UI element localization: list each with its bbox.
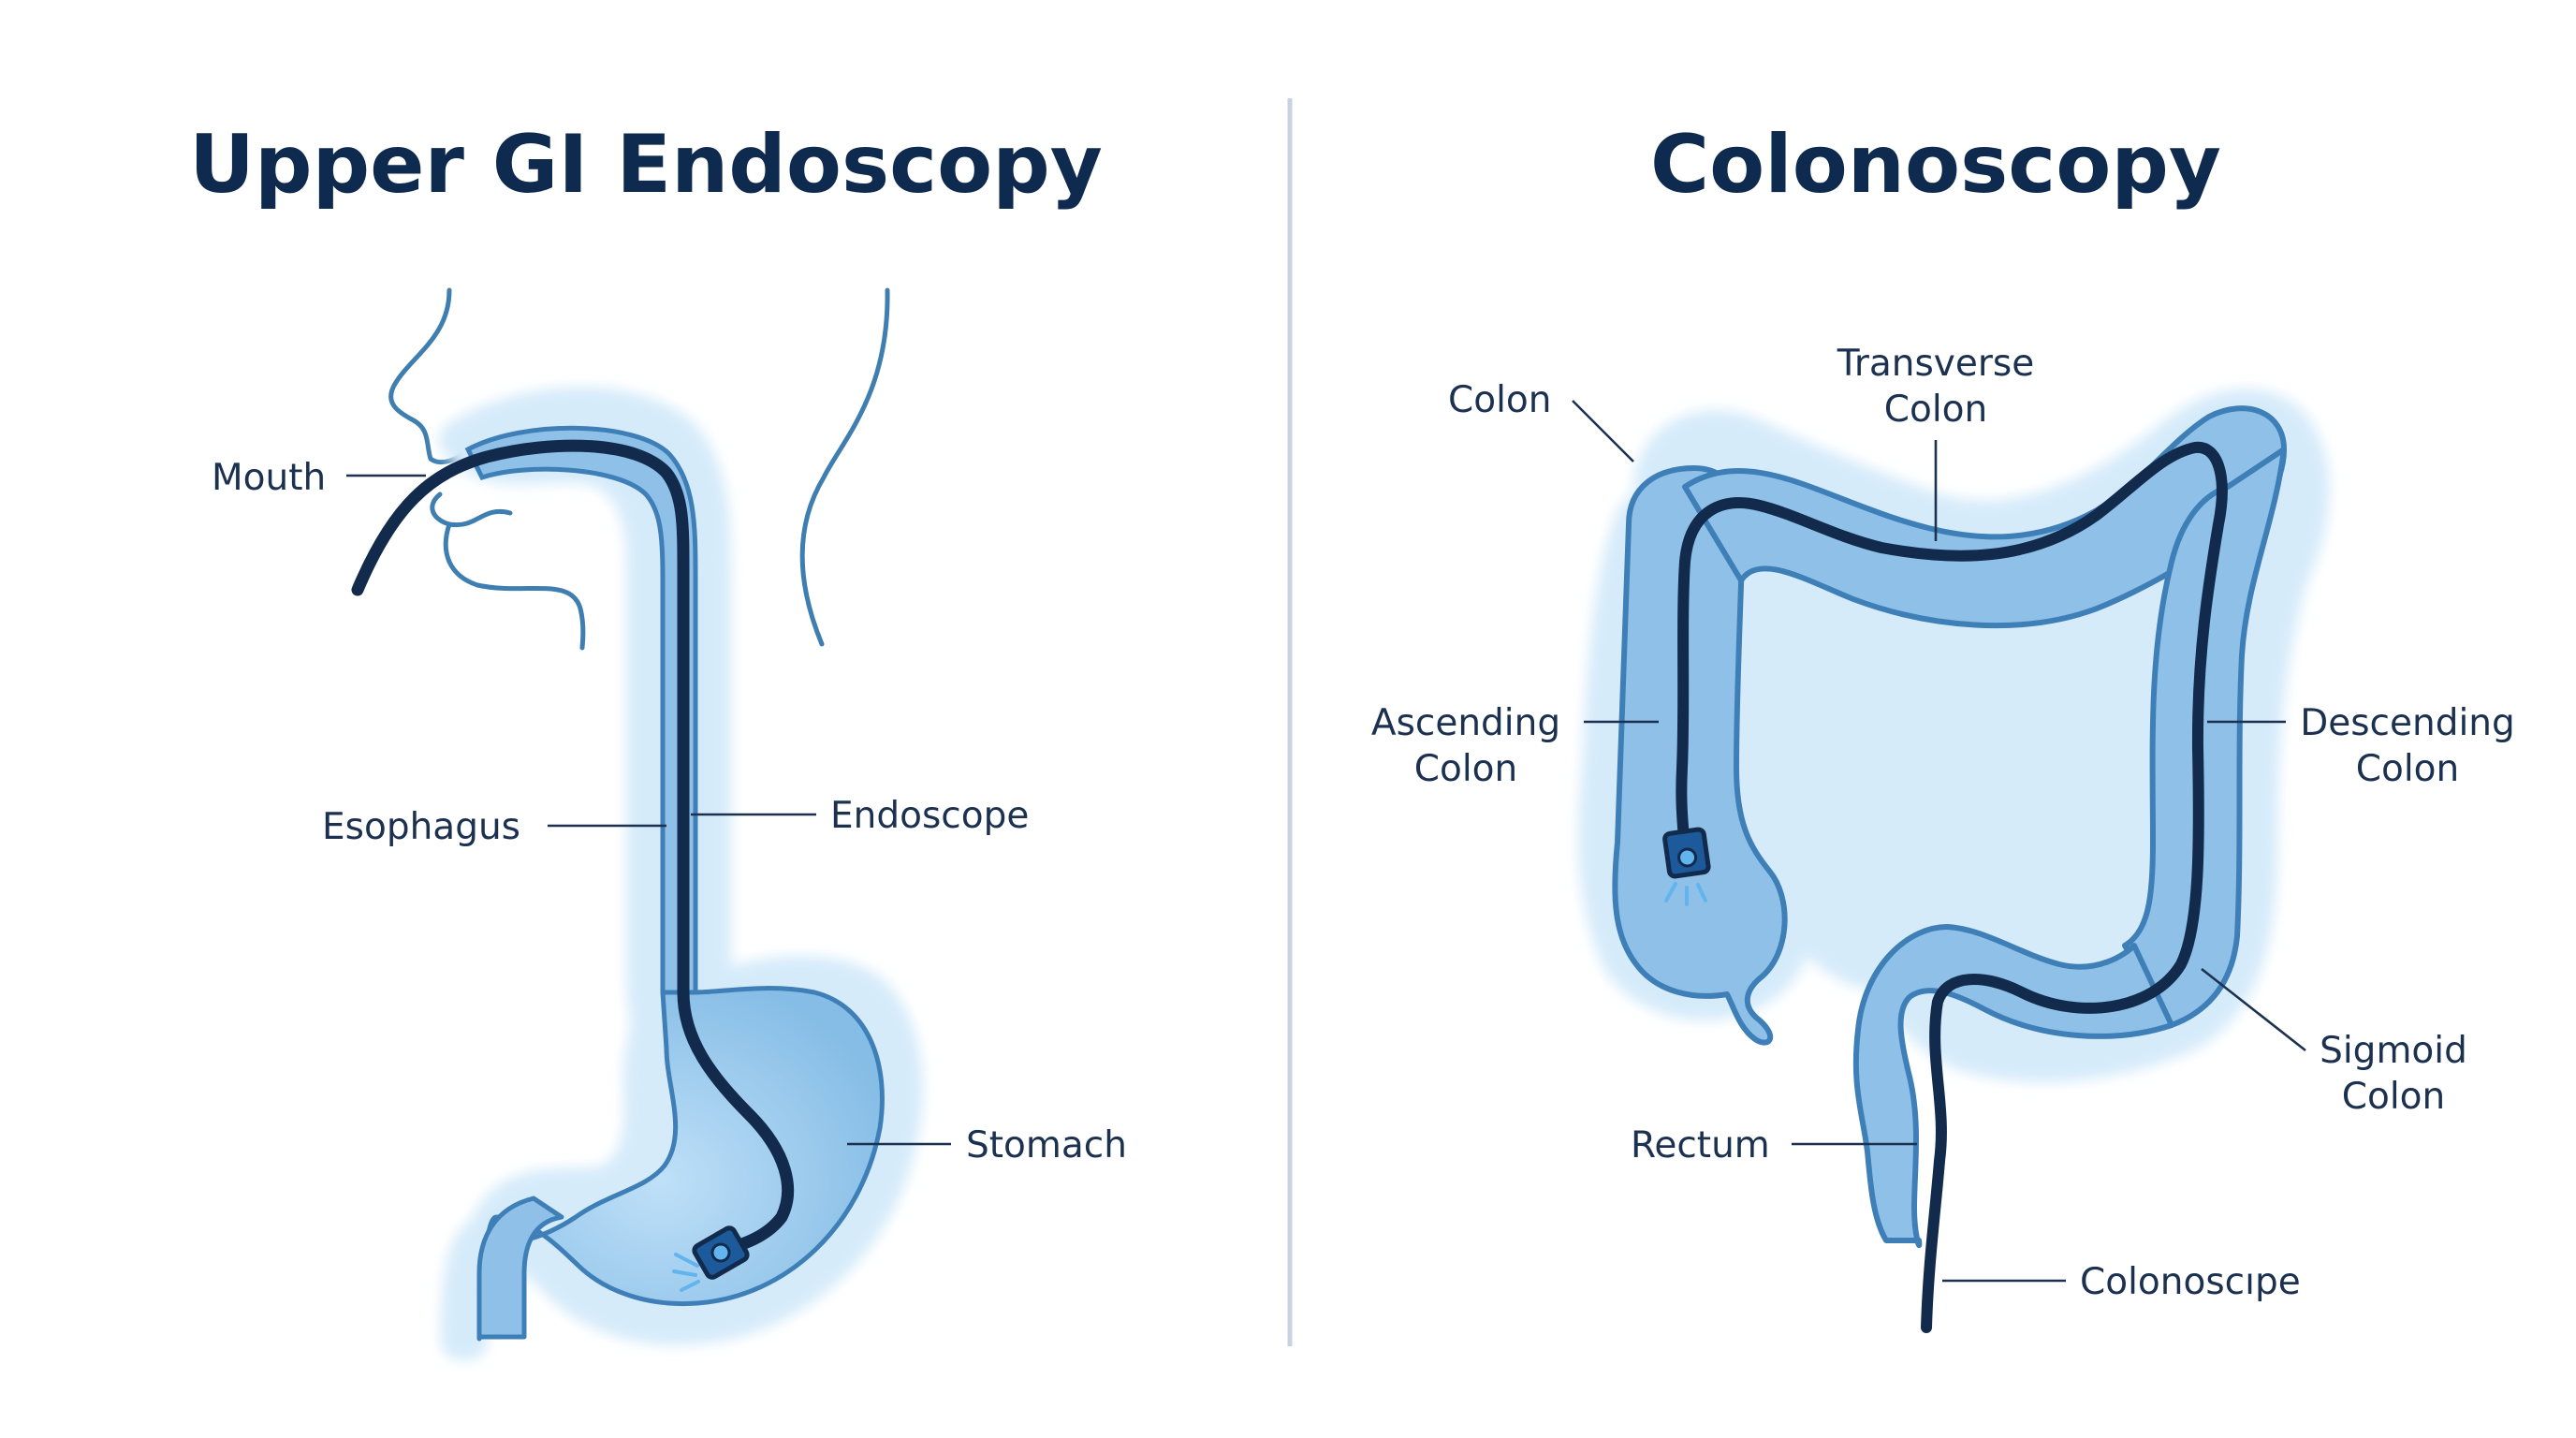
label-ascending-2: Colon	[1414, 748, 1518, 790]
upper-gi-illustration: Mouth Esophagus Endoscope Stomach	[212, 287, 1127, 1360]
camera-light-rays	[672, 1253, 700, 1292]
label-colonoscope: Colonoscıpe	[2080, 1261, 2301, 1303]
endoscope-tube	[351, 439, 794, 1256]
label-transverse-2: Colon	[1884, 389, 1988, 431]
label-colon: Colon	[1448, 379, 1552, 421]
sigmoid-rectum	[1852, 924, 2174, 1249]
duodenum	[476, 1196, 564, 1340]
label-sigmoid-1: Sigmoid	[2320, 1030, 2467, 1072]
label-esophagus: Esophagus	[322, 806, 520, 848]
label-rectum: Rectum	[1631, 1124, 1770, 1167]
watermark: DeeVid AI	[2079, 51, 2554, 133]
descending-colon	[2122, 447, 2287, 1028]
label-descending-1: Descending	[2300, 702, 2515, 744]
label-sigmoid-2: Colon	[2342, 1076, 2446, 1118]
face-profile	[388, 287, 586, 651]
colonoscopy-illustration: Colon Transverse Colon Ascending Colon D…	[1371, 343, 2515, 1333]
leader-sigmoid	[2201, 967, 2306, 1052]
label-descending-2: Colon	[2356, 748, 2460, 790]
colonoscope-camera-tip	[1662, 827, 1711, 879]
neck-back	[799, 287, 890, 647]
endoscope-camera-tip	[692, 1225, 750, 1280]
label-ascending-1: Ascending	[1371, 702, 1560, 744]
leader-colon	[1572, 400, 1634, 462]
label-transverse-1: Transverse	[1837, 343, 2034, 385]
play-logo-icon	[2079, 51, 2154, 126]
label-endoscope: Endoscope	[830, 795, 1029, 837]
colonoscope-tube	[1676, 441, 2228, 1333]
watermark-text: DeeVid AI	[2174, 52, 2554, 133]
label-stomach: Stomach	[966, 1124, 1127, 1167]
colonoscopy-title: Colonoscopy	[1650, 118, 2221, 212]
label-mouth: Mouth	[212, 457, 326, 499]
upper-gi-title: Upper GI Endoscopy	[189, 118, 1103, 212]
colonoscope-light-rays	[1664, 882, 1707, 906]
